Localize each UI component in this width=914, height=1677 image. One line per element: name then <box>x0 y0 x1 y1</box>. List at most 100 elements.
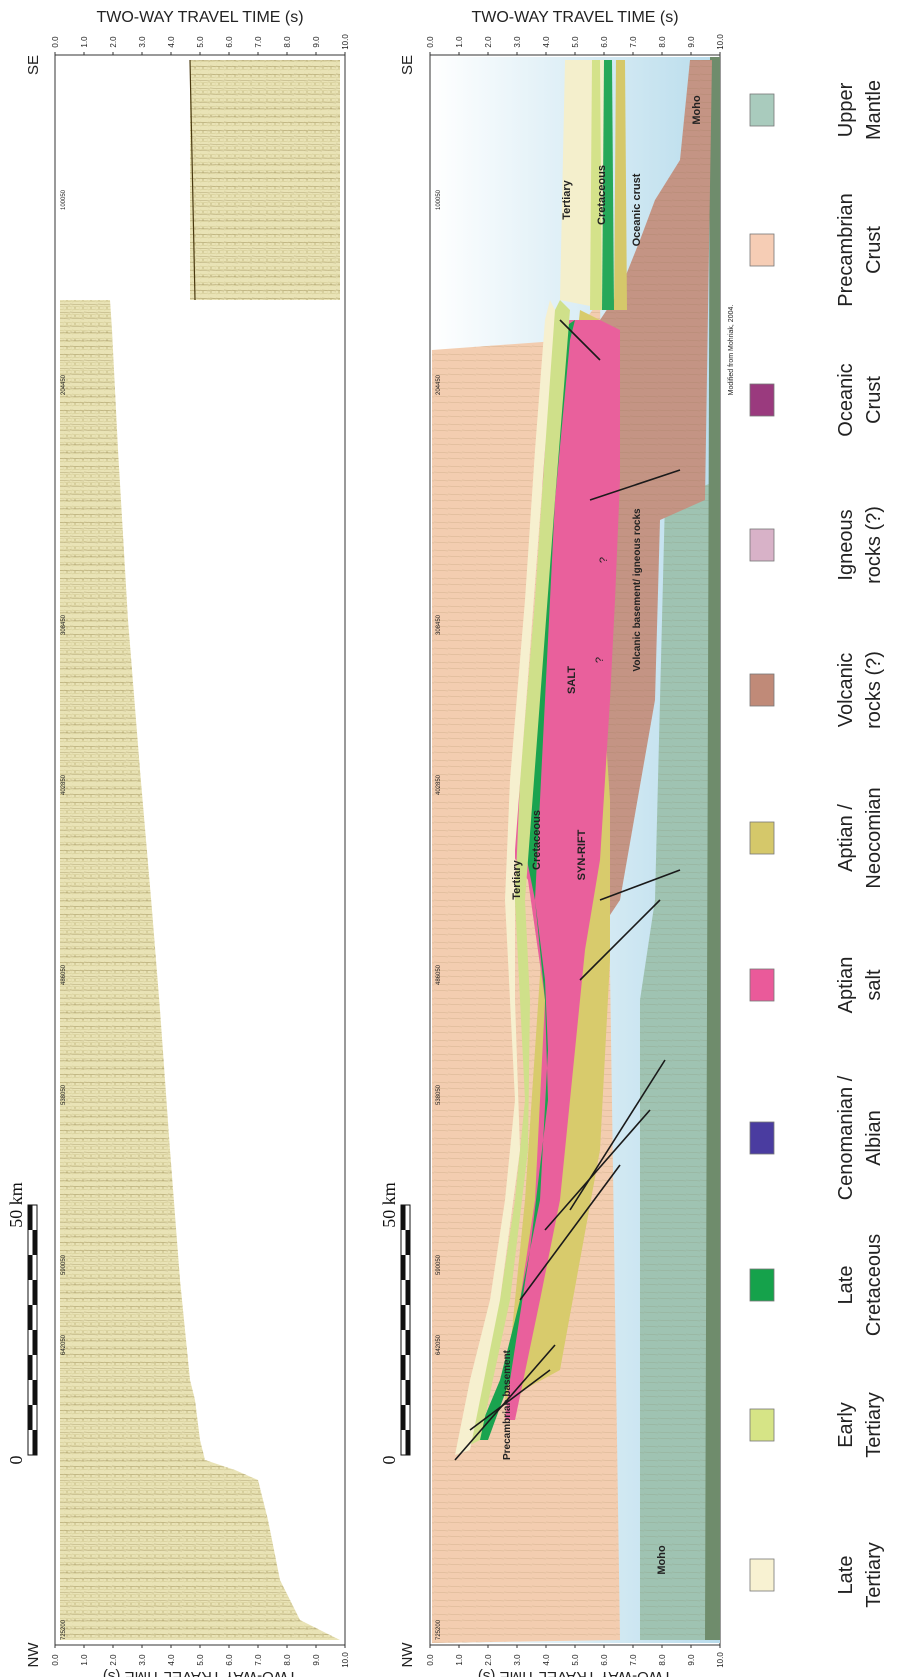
time-tick-label-top: 7.0 <box>629 36 638 48</box>
label-question-2: ? <box>594 657 606 663</box>
legend-item: PrecambrianCrust <box>750 193 885 306</box>
cdp-label: 590050 <box>436 1254 442 1275</box>
label-moho-nw: Moho <box>656 1545 668 1575</box>
label-oceanic-crust: Oceanic crust <box>631 173 643 246</box>
legend-label-line2: Mantle <box>863 80 885 140</box>
time-tick-label-bottom: 10.0 <box>341 1652 350 1668</box>
time-tick-label-bottom: 4.0 <box>542 1654 551 1666</box>
legend-swatch <box>750 1559 774 1591</box>
interpreted-panel: TWO-WAY TRAVEL TIME (s) <box>430 9 735 1645</box>
legend-swatch <box>750 1269 774 1301</box>
time-tick-label-top: 9.0 <box>687 36 696 48</box>
nw-label-bottom: NW <box>399 1642 416 1668</box>
scale-zero-bottom: 0 <box>379 1456 399 1465</box>
time-tick-label-bottom: 9.0 <box>312 1654 321 1666</box>
label-cretaceous-2: Cretaceous <box>596 165 608 225</box>
cdp-label: 100050 <box>61 189 67 210</box>
legend-label-line1: Early <box>835 1402 857 1448</box>
cdp-label: 308450 <box>436 614 442 635</box>
legend-swatch <box>750 1409 774 1441</box>
bottom-axis-title-2: TWO-WAY TRAVEL TIME (s) <box>478 1668 672 1677</box>
cdp-label: 204450 <box>61 374 67 395</box>
time-tick-label-bottom: 1.0 <box>80 1654 89 1666</box>
cdp-label: 538050 <box>436 1084 442 1105</box>
raw-seismic-panel: TWO-WAY TRAVEL TIME (s) <box>55 9 345 1645</box>
time-tick-label-top: 7.0 <box>254 36 263 48</box>
label-question-1: ? <box>598 557 610 563</box>
legend-item: LateCretaceous <box>750 1234 885 1336</box>
legend-label-line2: Tertiary <box>863 1392 885 1458</box>
se-label-top: SE <box>25 55 42 75</box>
nw-label-top: NW <box>25 1642 42 1668</box>
se-label-bottom: SE <box>399 55 416 75</box>
label-cretaceous-1: Cretaceous <box>531 810 543 870</box>
legend-swatch <box>750 94 774 126</box>
legend-label-line1: Late <box>835 1556 857 1595</box>
legend-item: OceanicCrust <box>750 363 885 436</box>
time-tick-label-top: 6.0 <box>600 36 609 48</box>
time-tick-label-bottom: 7.0 <box>254 1654 263 1666</box>
time-tick-label-top: 2.0 <box>109 36 118 48</box>
time-tick-label-top: 5.0 <box>196 36 205 48</box>
legend-label-line2: salt <box>863 969 885 1001</box>
cdp-label: 100050 <box>436 189 442 210</box>
legend-item: Cenomanian /Albian <box>750 1075 885 1200</box>
cdp-label: 486050 <box>61 964 67 985</box>
time-tick-label-top: 3.0 <box>138 36 147 48</box>
time-tick-label-bottom: 5.0 <box>571 1654 580 1666</box>
legend-label-line1: Precambrian <box>835 193 857 306</box>
time-tick-label-bottom: 4.0 <box>167 1654 176 1666</box>
time-tick-label-bottom: 0.0 <box>51 1654 60 1666</box>
time-tick-label-bottom: 2.0 <box>109 1654 118 1666</box>
cdp-label: 402850 <box>436 774 442 795</box>
top-axis-title: TWO-WAY TRAVEL TIME (s) <box>96 9 303 26</box>
legend-swatch <box>750 969 774 1001</box>
label-tertiary-1: Tertiary <box>511 859 523 899</box>
label-moho-se: Moho <box>691 95 703 125</box>
scale-length-bottom: 50 km <box>379 1182 399 1228</box>
time-tick-label-top: 9.0 <box>312 36 321 48</box>
time-tick-label-bottom: 3.0 <box>138 1654 147 1666</box>
time-tick-label-top: 0.0 <box>426 36 435 48</box>
time-tick-label-top: 0.0 <box>51 36 60 48</box>
credit-text: Modified from Mohriak, 2004. <box>728 305 735 396</box>
legend-swatch <box>750 1122 774 1154</box>
time-tick-label-bottom: 7.0 <box>629 1654 638 1666</box>
time-tick-label-bottom: 9.0 <box>687 1654 696 1666</box>
legend-label-line2: rocks (?) <box>863 506 885 584</box>
legend-label-line2: Tertiary <box>863 1542 885 1608</box>
time-tick-label-top: 10.0 <box>341 34 350 50</box>
cdp-label: 642050 <box>436 1334 442 1355</box>
cdp-label: 642050 <box>61 1334 67 1355</box>
legend-item: Aptian /Neocomian <box>750 787 885 888</box>
cdp-label: 308450 <box>61 614 67 635</box>
time-tick-label-top: 8.0 <box>283 36 292 48</box>
time-tick-label-bottom: 6.0 <box>600 1654 609 1666</box>
time-tick-label-top: 5.0 <box>571 36 580 48</box>
time-tick-label-bottom: 2.0 <box>484 1654 493 1666</box>
legend-item: Volcanicrocks (?) <box>750 651 885 729</box>
legend: LateTertiaryEarlyTertiaryLateCretaceousC… <box>750 80 885 1608</box>
legend-label-line1: Aptian <box>835 957 857 1014</box>
legend-item: Igneousrocks (?) <box>750 506 885 584</box>
time-tick-label-bottom: 0.0 <box>426 1654 435 1666</box>
label-tertiary-2: Tertiary <box>561 179 573 219</box>
legend-label-line1: Aptian / <box>835 804 857 872</box>
time-tick-label-top: 4.0 <box>167 36 176 48</box>
time-tick-label-bottom: 5.0 <box>196 1654 205 1666</box>
label-volcanic-basement: Volcanic basement/ igneous rocks <box>632 508 643 672</box>
cdp-label: 486050 <box>436 964 442 985</box>
legend-swatch <box>750 529 774 561</box>
time-tick-label-top: 2.0 <box>484 36 493 48</box>
legend-item: Early Tertiary <box>750 1392 885 1458</box>
cdp-label: 590050 <box>61 1254 67 1275</box>
legend-label-line1: Cenomanian / <box>835 1075 857 1200</box>
time-tick-label-bottom: 8.0 <box>658 1654 667 1666</box>
legend-item: UpperMantle <box>750 80 885 140</box>
time-tick-label-top: 6.0 <box>225 36 234 48</box>
legend-label-line1: Late <box>835 1266 857 1305</box>
cdp-label: 538050 <box>61 1084 67 1105</box>
legend-swatch <box>750 674 774 706</box>
legend-label-line2: Crust <box>863 376 885 424</box>
cdp-label: 725200 <box>61 1619 67 1640</box>
